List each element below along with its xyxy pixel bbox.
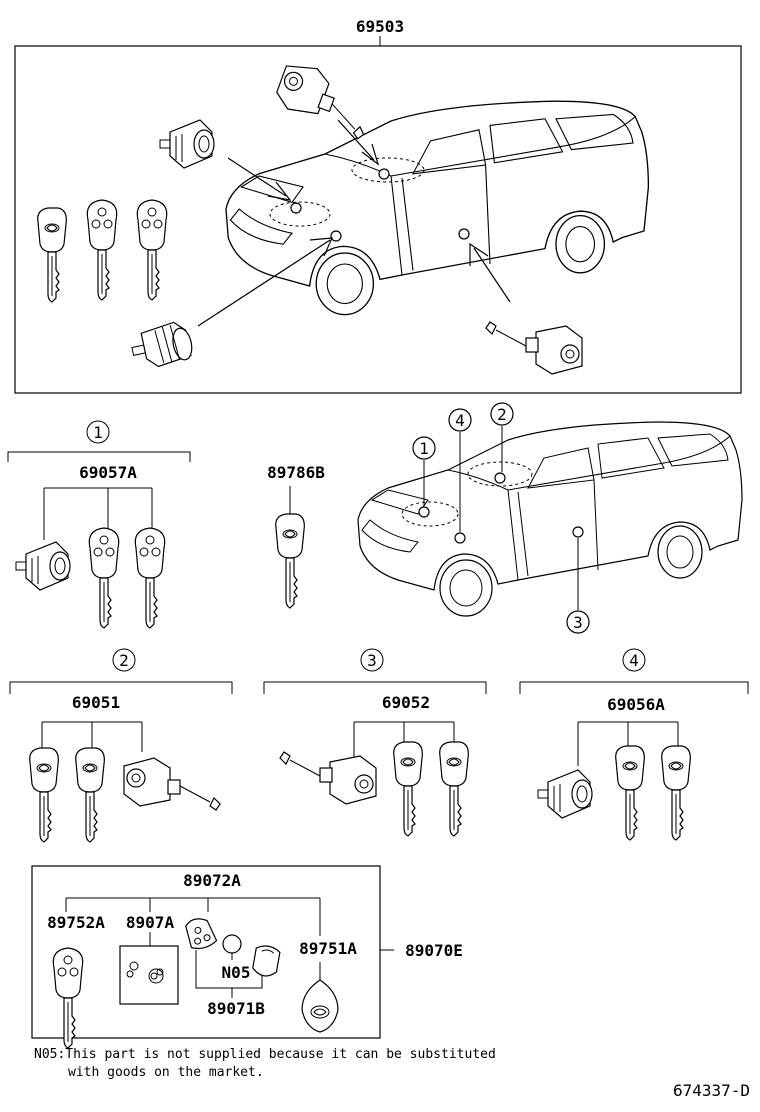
vehicle-callout-3: 3 xyxy=(573,613,583,632)
part-number-69503: 69503 xyxy=(356,17,404,36)
remote-key-3-top xyxy=(136,199,168,301)
remote-key-89752A xyxy=(52,947,84,1049)
lock-cylinder-ignition xyxy=(159,119,215,169)
group-1-bracket xyxy=(7,451,191,462)
group-3-bracket xyxy=(263,681,487,694)
assembly-frame xyxy=(14,45,742,394)
vehicle-callout-4: 4 xyxy=(455,411,465,430)
remote-key-69057A-a xyxy=(88,527,120,629)
group-4-number: 4 xyxy=(629,651,639,670)
battery-n05 xyxy=(222,934,242,960)
key-69051-b xyxy=(75,747,105,843)
part-number-89072A: 89072A xyxy=(183,871,241,890)
part-number-89071B: 89071B xyxy=(207,999,265,1018)
door-lock-top-front xyxy=(485,321,583,375)
remote-cover xyxy=(252,945,281,977)
part-number-69056A: 69056A xyxy=(607,695,665,714)
key-69056A-b xyxy=(661,745,691,841)
group-1-number: 1 xyxy=(93,423,103,442)
note-line-1: N05:This part is not supplied because it… xyxy=(34,1047,496,1062)
circuit-board-8907A xyxy=(119,932,179,1005)
vehicle-illustration-top xyxy=(225,100,650,316)
key-1-top xyxy=(37,207,67,303)
part-number-69057A: 69057A xyxy=(79,463,137,482)
part-number-69052: 69052 xyxy=(382,693,430,712)
remote-key-69057A-b xyxy=(134,527,166,629)
part-number-8907A: 8907A xyxy=(126,913,175,932)
vehicle-callout-1: 1 xyxy=(419,439,429,458)
remote-housing-top xyxy=(185,918,218,950)
remote-kit-frame xyxy=(31,865,381,1039)
part-number-69051: 69051 xyxy=(72,693,120,712)
part-number-89070E: 89070E xyxy=(405,941,463,960)
lock-cylinder-69057A xyxy=(15,541,71,591)
callout-arrows xyxy=(197,119,511,327)
diagram-id: 674337-D xyxy=(673,1081,750,1100)
key-69052-a xyxy=(393,741,423,837)
door-lock-top-rear xyxy=(270,57,380,141)
key-89786B xyxy=(275,513,305,609)
group-3-number: 3 xyxy=(367,651,377,670)
door-lock-69052 xyxy=(279,751,377,805)
key-69051-a xyxy=(29,747,59,843)
group-2-number: 2 xyxy=(119,651,129,670)
key-69052-b xyxy=(439,741,469,837)
group-2-bracket xyxy=(9,681,233,694)
part-number-89752A: 89752A xyxy=(47,913,105,932)
part-number-89751A: 89751A xyxy=(299,939,357,958)
door-lock-69051 xyxy=(123,757,221,811)
transmitter-case-89751A xyxy=(301,962,339,1033)
key-69056A-a xyxy=(615,745,645,841)
lock-cylinder-69056A xyxy=(537,769,593,819)
remote-key-2-top xyxy=(86,199,118,301)
group-4-bracket xyxy=(519,681,749,694)
vehicle-callouts: 1 4 2 3 xyxy=(412,402,590,634)
part-number-89786B: 89786B xyxy=(267,463,325,482)
battery-label: N05 xyxy=(222,963,251,982)
lock-cylinder-hood xyxy=(131,321,193,368)
note-line-2: with goods on the market. xyxy=(68,1065,264,1080)
vehicle-callout-2: 2 xyxy=(497,405,507,424)
